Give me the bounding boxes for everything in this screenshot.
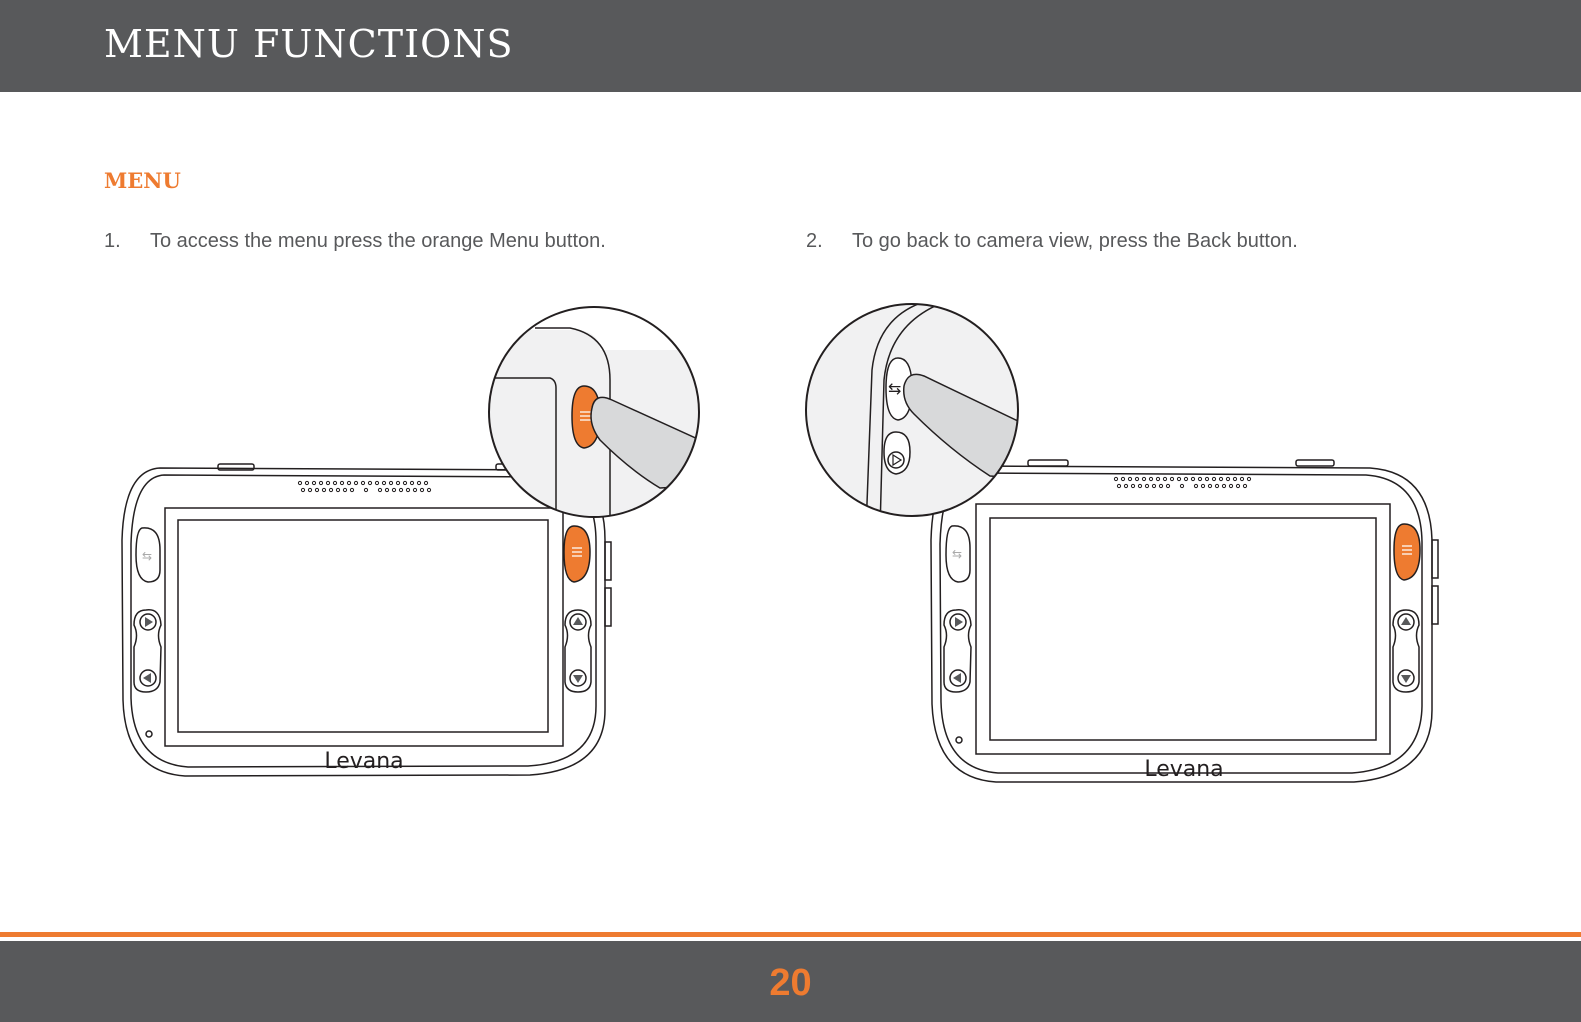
page-title: MENU FUNCTIONS xyxy=(104,22,514,66)
step-number: 2. xyxy=(806,230,823,253)
step-number: 1. xyxy=(104,230,121,253)
brand-logo: Levana xyxy=(324,749,403,774)
svg-text:⇆: ⇆ xyxy=(888,379,901,398)
svg-text:⇆: ⇆ xyxy=(142,549,152,563)
page-number: 20 xyxy=(0,962,1581,1005)
section-title: MENU xyxy=(104,168,181,193)
brand-logo: Levana xyxy=(1144,757,1223,782)
page-header: MENU FUNCTIONS xyxy=(0,0,1581,92)
svg-text:⇆: ⇆ xyxy=(952,547,962,561)
footer-divider xyxy=(0,932,1581,937)
monitor-menu-illustration: ⇆ Levana xyxy=(100,290,720,800)
monitor-back-illustration: ⇆ Levana ⇆ xyxy=(800,290,1460,800)
step-text: To access the menu press the orange Menu… xyxy=(150,230,606,253)
step-text: To go back to camera view, press the Bac… xyxy=(852,230,1298,253)
menu-button-highlight xyxy=(564,526,590,582)
